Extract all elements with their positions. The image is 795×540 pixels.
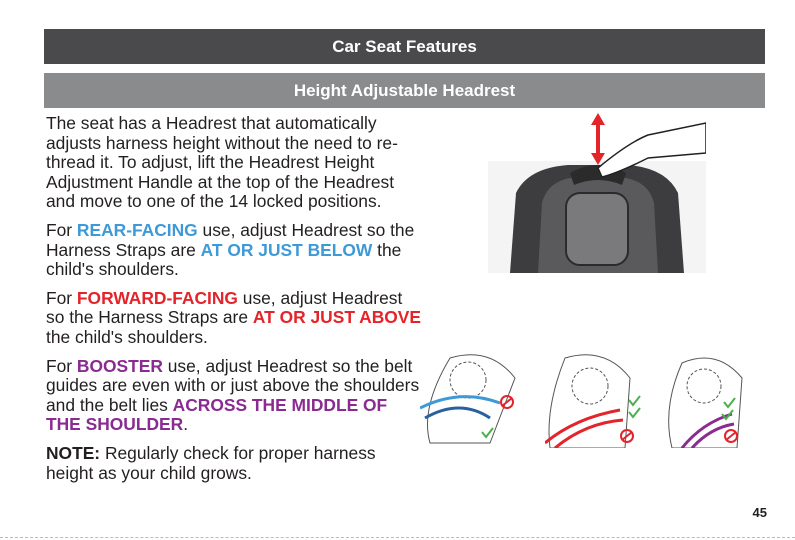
page-number: 45: [752, 505, 767, 520]
header-title: Car Seat Features: [332, 36, 477, 56]
paragraph-note: NOTE: Regularly check for proper harness…: [46, 442, 376, 483]
section-title: Height Adjustable Headrest: [293, 80, 516, 100]
paragraph-rear-facing: For REAR-FACING use, adjust Headrest so …: [46, 219, 415, 280]
paragraph-booster: For BOOSTER use, adjust Headrest so the …: [46, 355, 420, 435]
body-text: The seat has a Headrest that automatical…: [46, 113, 424, 492]
headrest-illustration: [488, 113, 706, 273]
rear-facing-rule: AT OR JUST BELOW: [200, 239, 373, 260]
booster-rule: ACROSS THE MIDDLE OF THE SHOULDER: [46, 394, 388, 435]
forward-facing-diagram: [545, 354, 641, 448]
booster-label: BOOSTER: [76, 355, 163, 376]
booster-diagram: [668, 357, 743, 448]
section-bar: Height Adjustable Headrest: [44, 73, 765, 108]
bottom-divider: [0, 537, 795, 538]
rear-facing-diagram: [420, 354, 516, 444]
paragraph-intro: The seat has a Headrest that automatical…: [46, 113, 398, 212]
header-bar: Car Seat Features: [44, 29, 765, 64]
note-label: NOTE:: [46, 442, 101, 463]
rear-facing-label: REAR-FACING: [76, 219, 198, 240]
forward-facing-rule: AT OR JUST ABOVE: [252, 307, 421, 328]
forward-facing-label: FORWARD-FACING: [76, 287, 238, 308]
paragraph-forward-facing: For FORWARD-FACING use, adjust Headrest …: [46, 287, 421, 347]
